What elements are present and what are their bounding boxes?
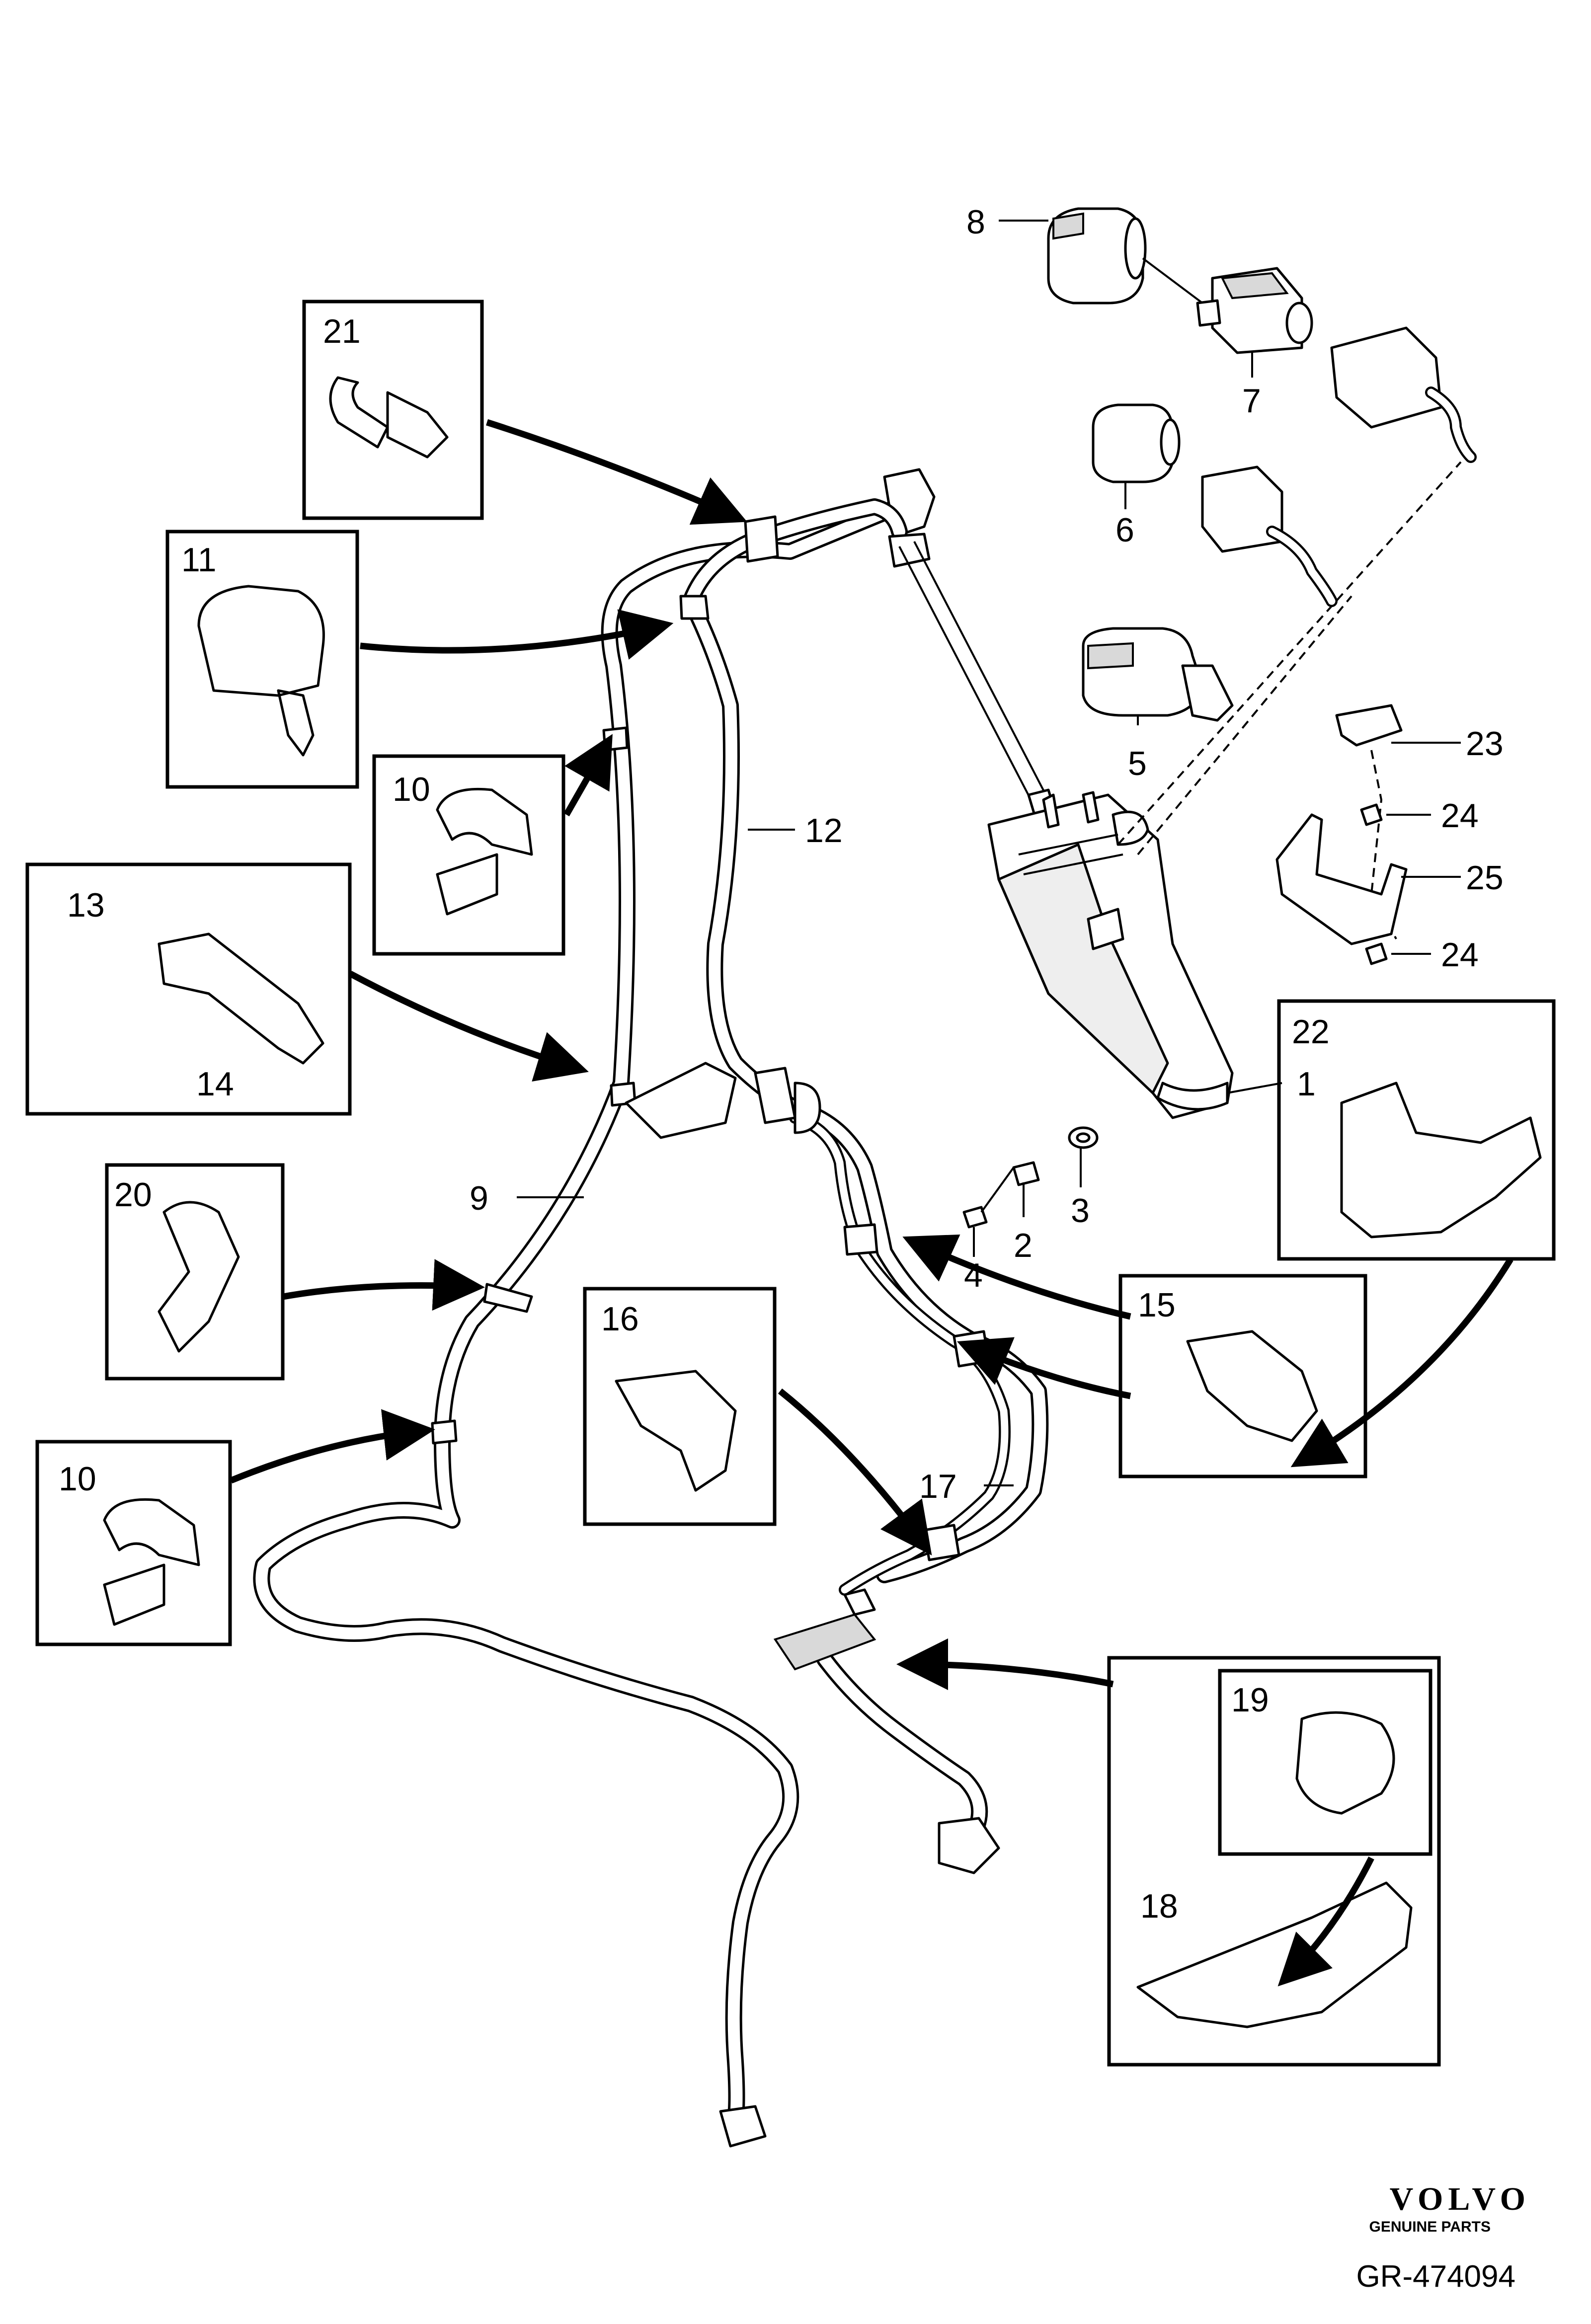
- inset-part: [103, 1498, 200, 1626]
- part-6-valve: [1092, 403, 1338, 607]
- lower-hose: [773, 1588, 1000, 1874]
- callout-label: 17: [919, 1468, 957, 1505]
- callout-label: 7: [1242, 382, 1261, 420]
- callout-label: 24: [1441, 797, 1479, 835]
- charcoal-canister: [987, 791, 1234, 1119]
- inset-part: [1295, 1711, 1395, 1815]
- callout-label: 24: [1441, 936, 1479, 974]
- callout-label: 20: [114, 1176, 152, 1214]
- inset-part: [329, 376, 449, 459]
- part-25-bracket: [1275, 813, 1408, 945]
- inset-part: [158, 932, 324, 1065]
- inset-part: [436, 787, 533, 916]
- brand-tagline: GENUINE PARTS: [1369, 2219, 1491, 2235]
- guide-line-2: [1137, 595, 1352, 855]
- callout-label: 22: [1292, 1013, 1330, 1051]
- part-7-pump: [1196, 267, 1477, 463]
- part-3-grommet: [1068, 1126, 1099, 1149]
- callout-label: 15: [1138, 1286, 1176, 1324]
- part-8-link: [1142, 257, 1203, 304]
- callout-label: 4: [964, 1256, 983, 1294]
- callout-label: 14: [196, 1065, 234, 1103]
- callout-label: 8: [966, 203, 985, 241]
- purge-pipe: [898, 541, 1057, 821]
- callout-label: 13: [67, 886, 105, 924]
- callout-label: 6: [1115, 511, 1134, 549]
- part-8-valve: [1047, 207, 1147, 305]
- guide-line-1: [1117, 461, 1462, 846]
- part-24-bolt-top: [1360, 803, 1383, 826]
- callout-label: 3: [1071, 1192, 1090, 1230]
- callout-label: 1: [1297, 1065, 1316, 1103]
- callout-label: 10: [59, 1460, 96, 1498]
- callout-label: 19: [1231, 1681, 1269, 1719]
- callout-label: 11: [181, 541, 217, 579]
- mid-bracket: [625, 1062, 821, 1139]
- callout-label: 25: [1466, 859, 1504, 897]
- callout-label: 21: [323, 312, 361, 350]
- part-2-nut: [1012, 1161, 1040, 1186]
- inset-part: [615, 1370, 737, 1492]
- inset-part: [158, 1201, 240, 1353]
- diagram-code: GR-474094: [1356, 2259, 1515, 2294]
- inset-part: [197, 585, 325, 757]
- part-4-bolt: [962, 1166, 1015, 1229]
- brand-logo: VOLVO: [1390, 2181, 1530, 2217]
- callout-label: 23: [1466, 725, 1504, 763]
- callout-label: 12: [805, 812, 843, 850]
- inset-part: [1136, 1881, 1413, 2028]
- leaders: [517, 220, 1461, 1486]
- callout-label: 9: [470, 1179, 488, 1217]
- callout-label: 2: [1014, 1227, 1033, 1264]
- part-23-clip: [1335, 704, 1403, 747]
- callout-label: 5: [1128, 745, 1147, 782]
- hose-17: [789, 1112, 1011, 1596]
- callout-arrows: [230, 419, 1513, 1987]
- part-24-bolt-bottom: [1365, 942, 1388, 965]
- callout-label: 16: [601, 1300, 639, 1338]
- callout-label: 10: [393, 771, 430, 808]
- inset-part: [1340, 1082, 1542, 1239]
- brand-block: VOLVO GENUINE PARTS GR-474094: [1356, 2181, 1530, 2294]
- hose-9: [253, 468, 936, 2148]
- part-5-solenoid: [1082, 627, 1234, 722]
- callout-label: 18: [1140, 1887, 1178, 1925]
